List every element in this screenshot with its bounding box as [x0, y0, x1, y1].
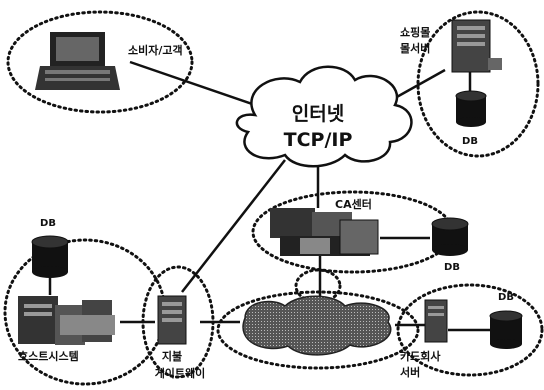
ca-label: CA센터	[335, 197, 372, 211]
card-db-icon	[490, 311, 522, 349]
card-label-1: 카드회사	[400, 349, 441, 363]
tcpip-label: TCP/IP	[284, 129, 353, 151]
ca-server-icon	[270, 208, 378, 256]
card-db-label: DB	[498, 292, 514, 303]
gateway-label-2: 게이트웨이	[155, 366, 206, 380]
network-cloud	[243, 296, 391, 355]
link-internet-gateway	[182, 160, 285, 292]
host-label: 호스트시스템	[18, 349, 79, 363]
internet-label: 인터넷	[292, 103, 344, 125]
shopping-db-label: DB	[462, 136, 478, 147]
shopping-label-1: 쇼핑몰	[400, 25, 430, 39]
host-db-label: DB	[40, 218, 56, 229]
consumer-label: 소비자/고객	[128, 43, 183, 57]
ca-db-label: DB	[444, 262, 460, 273]
gateway-label-1: 지불	[162, 349, 182, 363]
shopping-label-2: 몰서버	[400, 41, 430, 55]
gateway-server-icon	[158, 296, 186, 344]
card-label-2: 서버	[400, 365, 420, 379]
host-system-icon	[18, 296, 115, 345]
shopping-server-icon	[452, 20, 502, 72]
host-db-icon	[32, 236, 68, 278]
card-server-icon	[425, 300, 447, 342]
ca-db-icon	[432, 218, 468, 256]
consumer-computer-icon	[35, 32, 120, 90]
shopping-db-icon	[456, 91, 486, 127]
